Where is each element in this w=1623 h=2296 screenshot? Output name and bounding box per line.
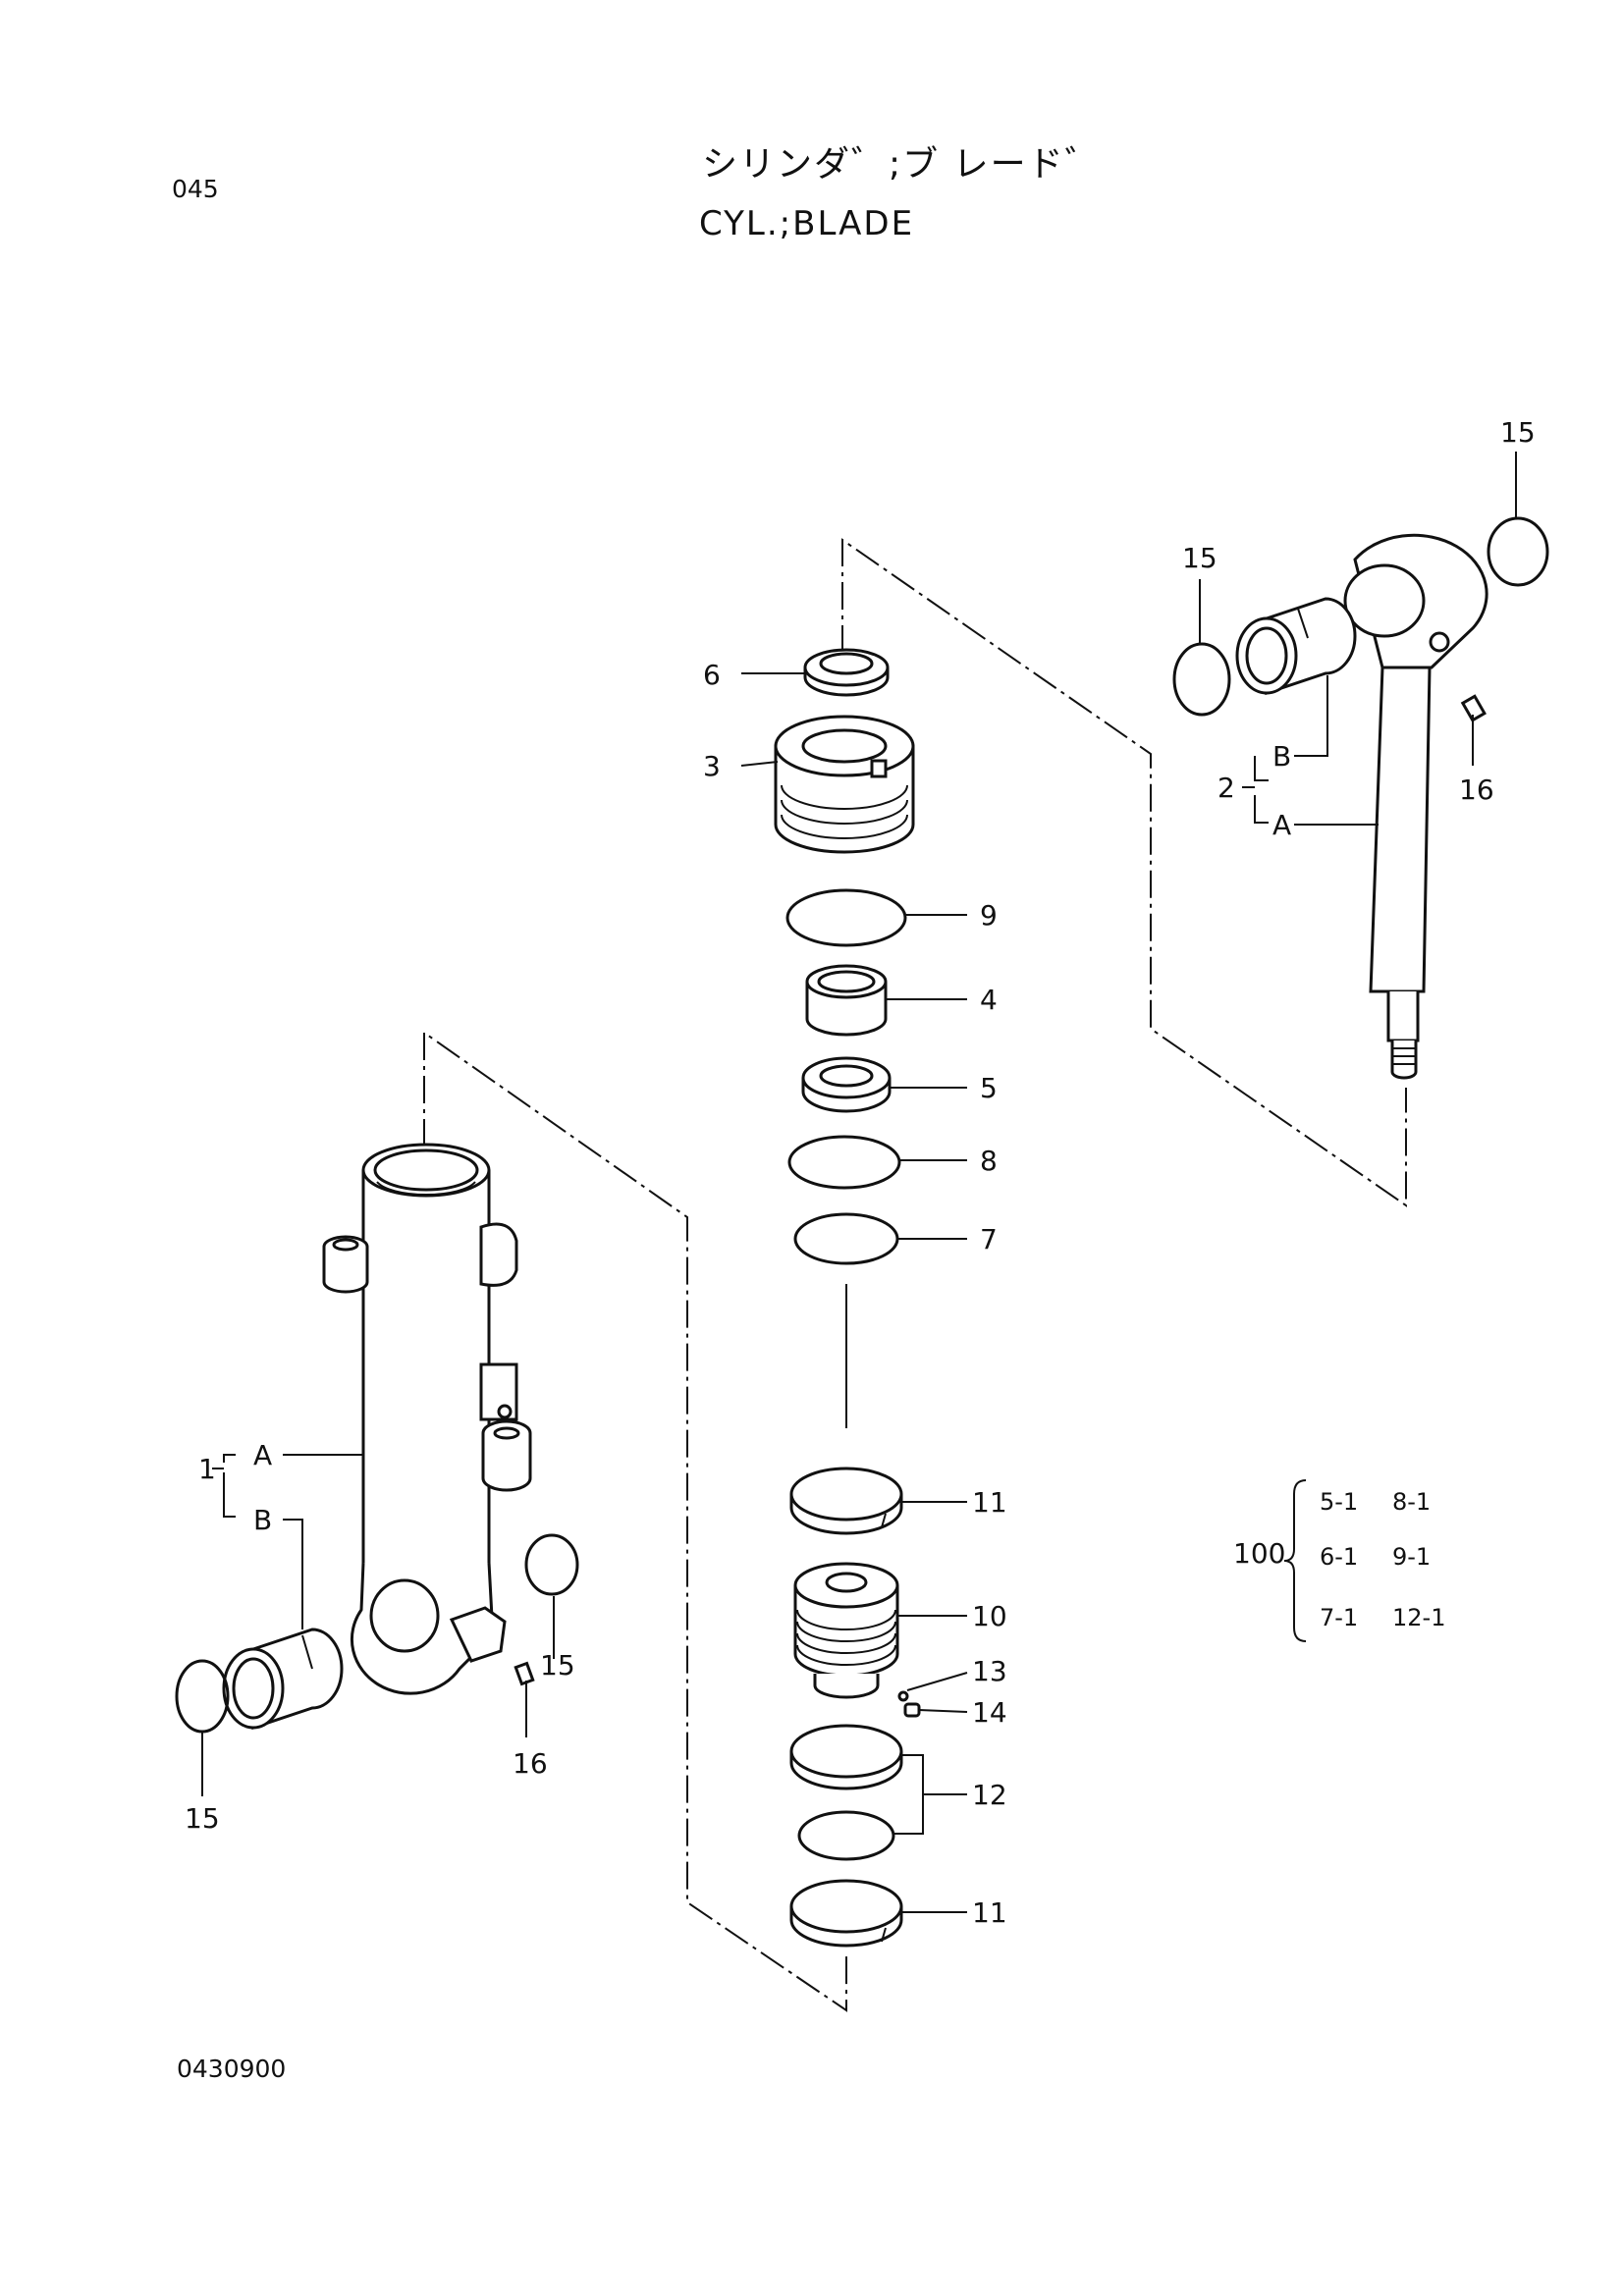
part-5-seal [801, 1056, 892, 1113]
part-2b-rod-bushing [1235, 597, 1357, 696]
assembly-guide-lines [423, 538, 1407, 2012]
title-japanese: シリンダ゛;ブ レード゛ [702, 144, 1103, 185]
part-9-o-ring [785, 888, 907, 947]
part-10-piston [793, 1562, 899, 1699]
callout-7: 7 [980, 1223, 998, 1255]
callout-15-tube-right: 15 [540, 1649, 575, 1682]
part-12-piston-seal [789, 1724, 903, 1861]
part-15-seal-rod-left [1172, 642, 1231, 717]
callout-3: 3 [703, 750, 721, 782]
part-8-backup-ring [787, 1135, 901, 1190]
part-16-grease-nipple-tube [514, 1661, 535, 1686]
kit-item: 12-1 [1392, 1604, 1445, 1631]
part-11-wear-ring-lower [789, 1879, 903, 1948]
callout-11-lower: 11 [972, 1896, 1007, 1929]
callout-labels: 6 3 9 4 5 8 7 11 10 13 14 12 11 15 15 16… [185, 416, 1536, 1929]
callout-1b: B [253, 1504, 272, 1536]
kit-number: 100 [1233, 1537, 1285, 1570]
part-15-seal-tube-left [175, 1659, 230, 1734]
callout-2: 2 [1217, 772, 1235, 804]
callout-9: 9 [980, 899, 998, 932]
kit-item: 6-1 [1320, 1543, 1358, 1571]
part-3-rod-cover [774, 715, 915, 854]
part-2-piston-rod [1343, 533, 1488, 1080]
part-1b-tube-bushing [222, 1628, 344, 1731]
kit-item: 5-1 [1320, 1488, 1358, 1516]
callout-15-rod-right: 15 [1500, 416, 1536, 449]
callout-1: 1 [198, 1453, 216, 1485]
part-15-seal-rod-right [1487, 516, 1549, 587]
part-14-set-screw [903, 1702, 921, 1718]
part-7-o-ring [793, 1212, 899, 1265]
part-1-cylinder-tube [322, 1143, 532, 1695]
callout-4: 4 [980, 984, 998, 1016]
kit-item: 8-1 [1392, 1488, 1431, 1516]
callout-1a: A [253, 1439, 272, 1471]
kit-list: 100 5-1 8-1 6-1 9-1 7-1 12-1 [1233, 1488, 1445, 1631]
kit-item: 7-1 [1320, 1604, 1358, 1631]
leader-lines [201, 452, 1517, 1913]
callout-15-tube-left: 15 [185, 1802, 220, 1835]
callout-8: 8 [980, 1145, 998, 1177]
callout-12: 12 [972, 1779, 1007, 1811]
callout-2b: B [1272, 740, 1291, 773]
part-11-wear-ring-upper [789, 1467, 903, 1535]
callout-16-rod: 16 [1459, 774, 1494, 806]
callout-14: 14 [972, 1696, 1007, 1729]
callout-15-rod-left: 15 [1182, 542, 1217, 574]
page-number: 045 [172, 175, 219, 203]
drawing-number: 0430900 [177, 2055, 287, 2083]
part-6-dust-seal [803, 648, 890, 697]
callout-6: 6 [703, 659, 721, 691]
part-15-seal-tube-right [524, 1533, 579, 1596]
callout-10: 10 [972, 1600, 1007, 1632]
callout-2a: A [1272, 809, 1291, 841]
callout-13: 13 [972, 1655, 1007, 1687]
part-16-grease-nipple-rod [1460, 694, 1487, 722]
title-english: CYL.;BLADE [699, 204, 915, 243]
kit-brace [1283, 1479, 1307, 1642]
callout-11-upper: 11 [972, 1486, 1007, 1519]
kit-item: 9-1 [1392, 1543, 1431, 1571]
callout-5: 5 [980, 1072, 998, 1104]
part-4-bushing [805, 964, 888, 1037]
part-13-steel-ball [897, 1690, 909, 1702]
callout-16-tube: 16 [513, 1747, 548, 1780]
